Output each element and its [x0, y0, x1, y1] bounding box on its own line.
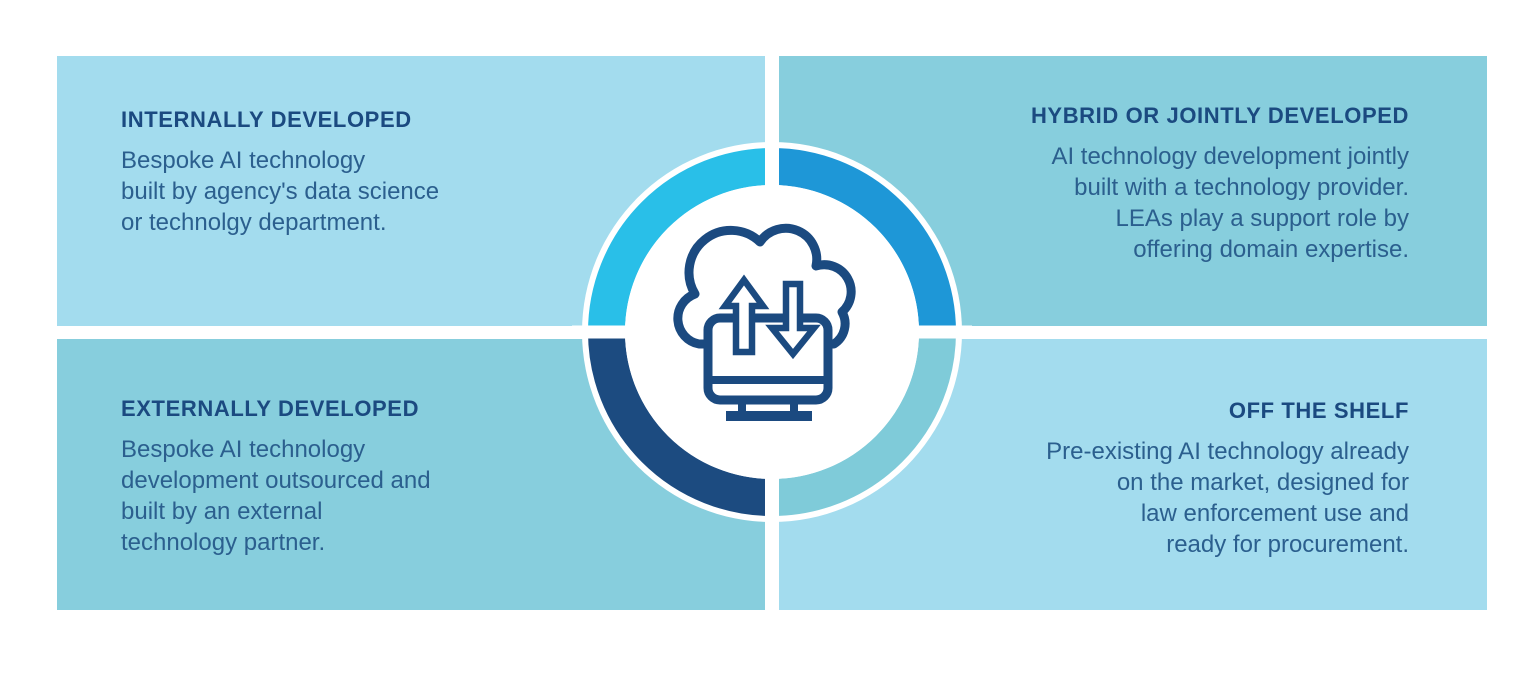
ring-arc-bottom-left	[588, 331, 773, 516]
ring-arc-top-left	[588, 148, 773, 333]
externally-developed-body: Bespoke AI technology development outsou…	[121, 436, 431, 556]
ring-arc-bottom-right	[771, 331, 956, 516]
externally-developed-title: EXTERNALLY DEVELOPED	[121, 396, 420, 421]
internally-developed-title: INTERNALLY DEVELOPED	[121, 107, 412, 132]
hybrid-or-jointly-developed-body: AI technology development jointly built …	[1051, 143, 1409, 263]
upload-arrow-icon	[718, 274, 770, 356]
internally-developed-body: Bespoke AI technology built by agency's …	[121, 147, 440, 236]
off-the-shelf-body: Pre-existing AI technology already on th…	[1046, 438, 1409, 558]
hybrid-or-jointly-developed-title: HYBRID OR JOINTLY DEVELOPED	[1030, 103, 1409, 128]
download-arrow-icon	[765, 280, 821, 360]
center-ring-graphic	[572, 132, 972, 532]
off-the-shelf-title: OFF THE SHELF	[1228, 398, 1409, 423]
ring-arc-top-right	[771, 148, 956, 333]
